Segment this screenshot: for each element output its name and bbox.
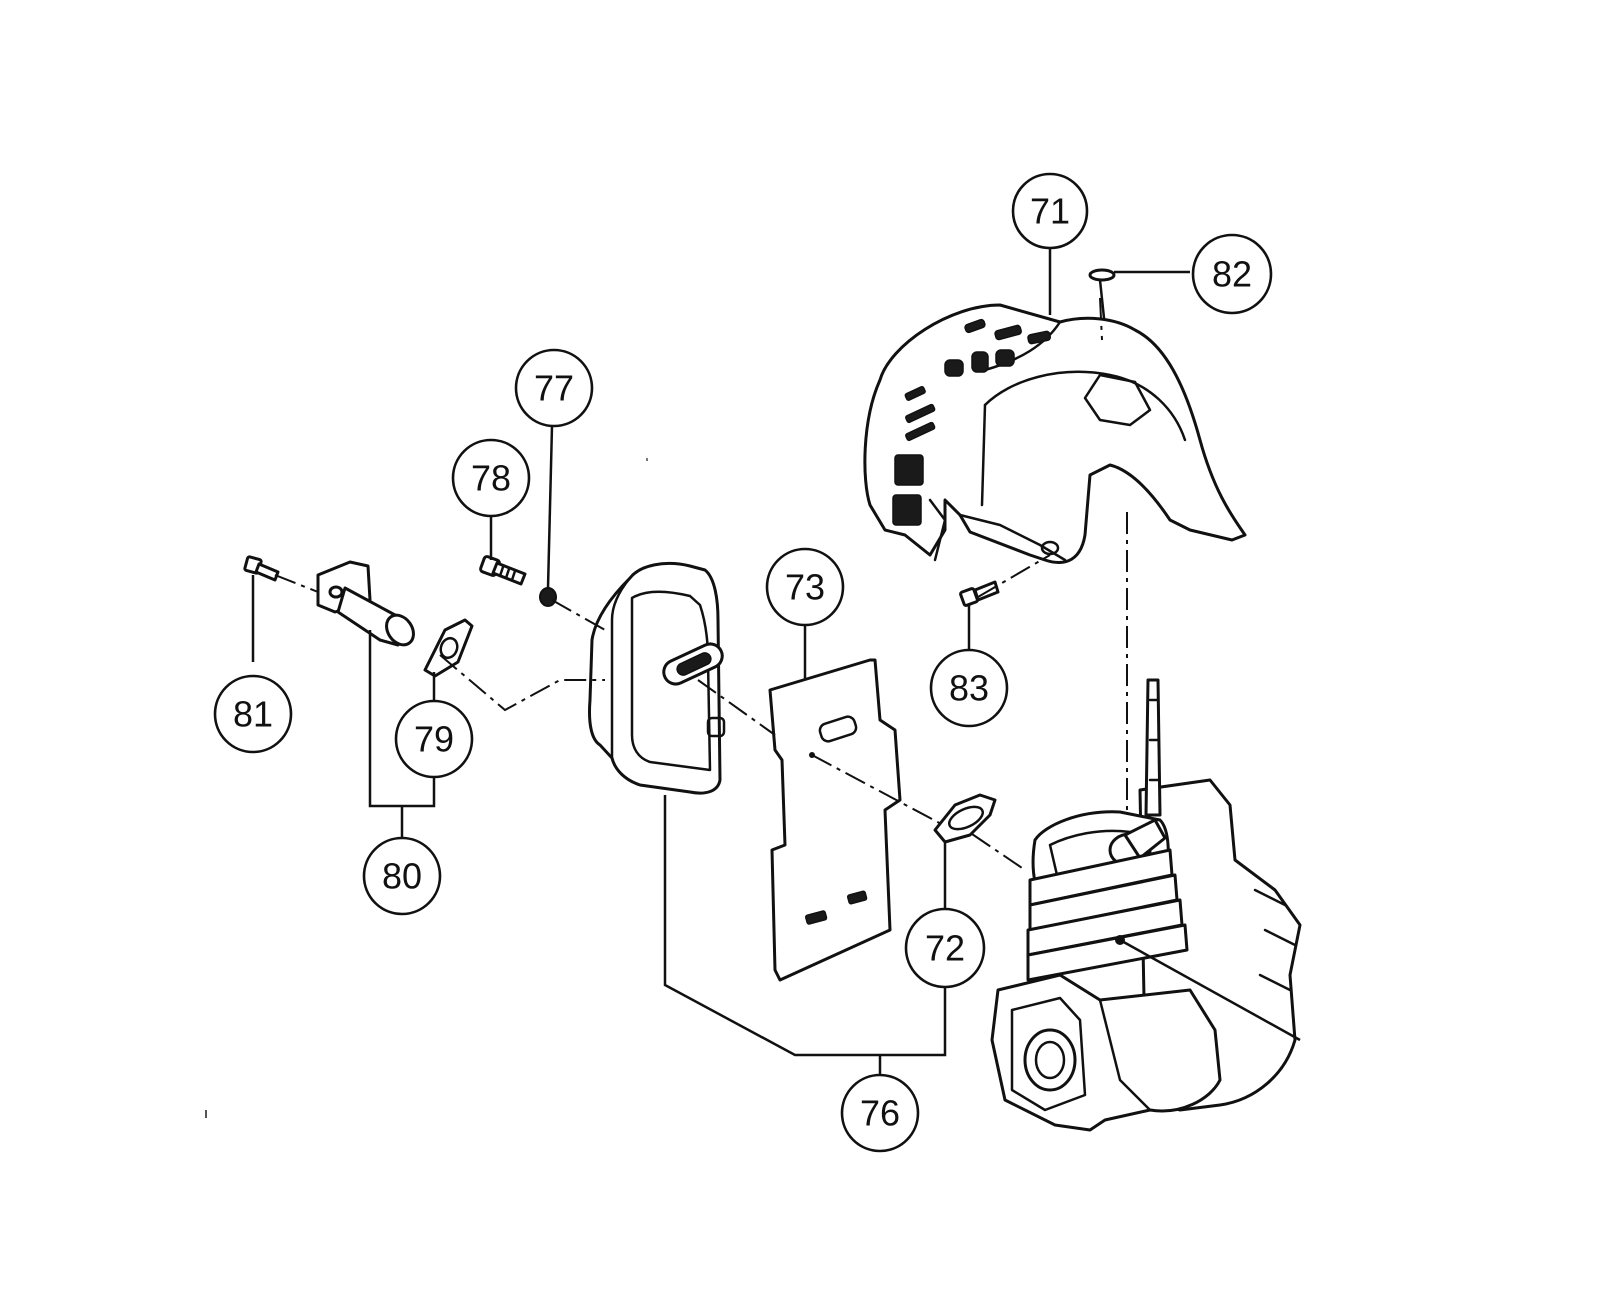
callout-71-label: 71 bbox=[1030, 191, 1070, 232]
callout-72-label: 72 bbox=[925, 928, 965, 969]
bolt-part-81 bbox=[243, 555, 280, 582]
callout-76-label: 76 bbox=[860, 1093, 900, 1134]
washer-part-77 bbox=[539, 587, 557, 607]
callout-79-label: 79 bbox=[414, 719, 454, 760]
callout-77-label: 77 bbox=[534, 368, 574, 409]
callout-78-label: 78 bbox=[471, 458, 511, 499]
bolt-part-78 bbox=[479, 555, 527, 586]
callout-79: 79 bbox=[394, 699, 474, 779]
callout-81: 81 bbox=[213, 674, 293, 754]
callout-77: 77 bbox=[514, 348, 594, 428]
callout-71: 71 bbox=[1011, 172, 1089, 250]
callout-76: 76 bbox=[840, 1073, 920, 1153]
callout-81-label: 81 bbox=[233, 694, 273, 735]
callout-82-label: 82 bbox=[1212, 254, 1252, 295]
callout-73-label: 73 bbox=[785, 567, 825, 608]
exhaust-pipe-part-80 bbox=[316, 560, 415, 647]
heat-shield-part-73 bbox=[768, 658, 902, 982]
callout-83: 83 bbox=[929, 648, 1009, 728]
callout-82: 82 bbox=[1191, 233, 1273, 315]
callout-78: 78 bbox=[451, 438, 531, 518]
bolt-part-83 bbox=[959, 580, 1000, 607]
engine-cylinder-block bbox=[990, 678, 1302, 1132]
gasket-part-72 bbox=[933, 793, 997, 844]
callout-80: 80 bbox=[362, 836, 442, 916]
muffler-part-76 bbox=[588, 562, 726, 795]
scan-speck bbox=[646, 458, 648, 461]
engine-cover-part-71 bbox=[863, 303, 1247, 564]
scan-speck bbox=[205, 1110, 207, 1118]
callout-72: 72 bbox=[904, 907, 986, 989]
gasket-part-79 bbox=[423, 618, 474, 678]
callout-83-label: 83 bbox=[949, 668, 989, 709]
center-lines bbox=[274, 297, 1128, 871]
callout-80-label: 80 bbox=[382, 856, 422, 897]
callout-73: 73 bbox=[765, 547, 845, 627]
leader-lines bbox=[251, 248, 1190, 1075]
screw-part-82 bbox=[1088, 268, 1116, 320]
